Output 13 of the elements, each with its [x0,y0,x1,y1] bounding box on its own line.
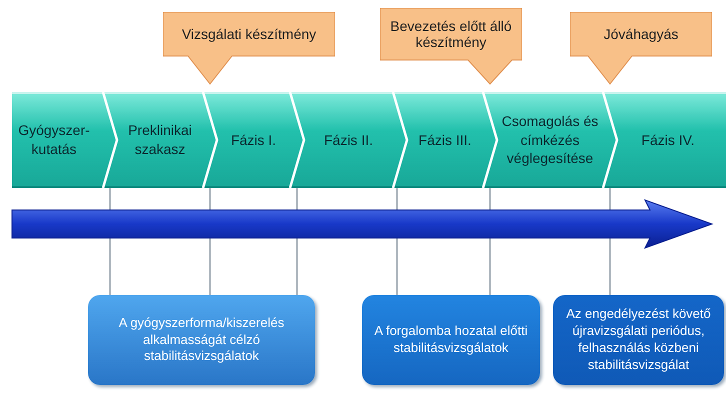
process-stage: Fázis IV. [610,92,726,188]
process-stage: Fázis III. [400,92,490,188]
process-stage: Gyógyszer-kutatás [12,92,110,188]
stage-box: A gyógyszerforma/kiszerelés alkalmasságát célzó stabilitásvizsgálatok [88,295,315,385]
callout-box: Jóváhagyás [570,12,712,85]
process-stage: Csomagolás és címkézés véglegesítése [490,92,610,188]
process-stage: Fázis II. [297,92,400,188]
process-stage: Fázis I. [210,92,297,188]
callout-box: Bevezetés előtt álló készítmény [380,8,522,85]
stage-box: Az engedélyezést követő újravizsgálati periódus, felhasználás közbeni stabilitásvizsgálat [553,295,724,385]
process-stage: Preklinikai szakasz [110,92,210,188]
stage-box: A forgalomba hozatal előtti stabilitásvizsgálatok [362,295,540,385]
callout-box: Vizsgálati készítmény [163,12,335,85]
